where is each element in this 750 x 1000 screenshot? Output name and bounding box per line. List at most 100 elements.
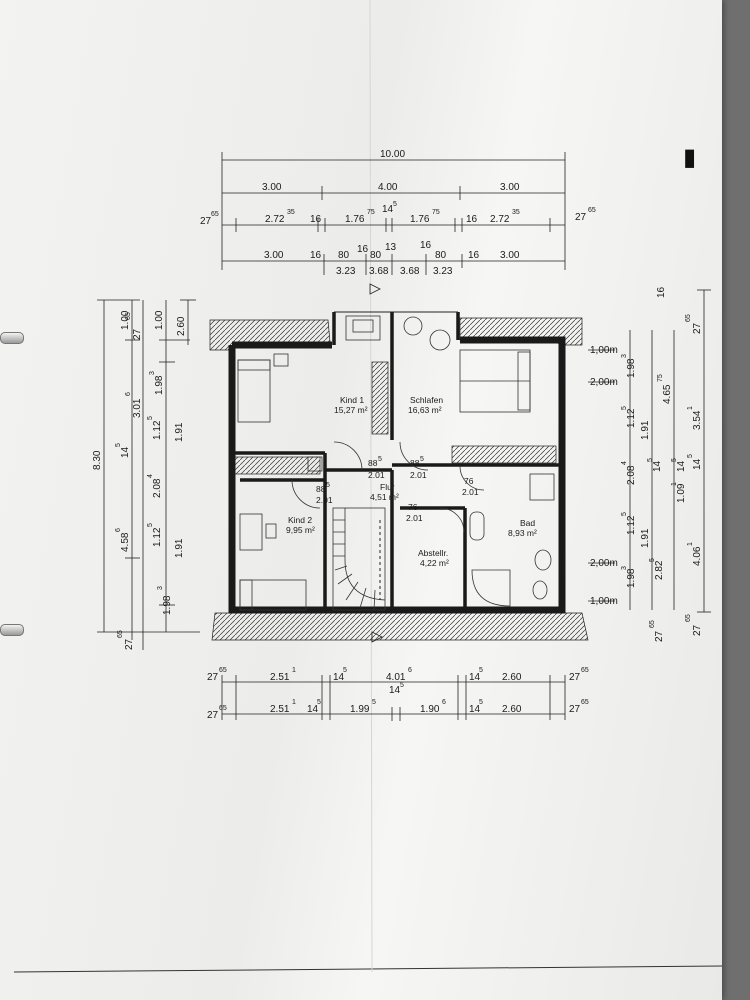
svg-text:80: 80 [370,250,382,261]
svg-text:1.91: 1.91 [174,422,185,442]
room-area-flur: 4,51 m² [370,492,399,502]
room-name-kind1: Kind 1 [340,395,364,405]
svg-text:5: 5 [147,416,154,420]
svg-text:2.01: 2.01 [316,495,333,505]
svg-text:2.01: 2.01 [406,513,423,523]
svg-text:65: 65 [685,614,692,622]
svg-text:16: 16 [466,214,478,225]
page-mark-glyph: ▮ [683,144,696,171]
dim-total-height: 8.30 [92,450,103,470]
svg-text:6: 6 [115,528,122,532]
svg-text:75: 75 [367,209,375,216]
svg-text:2.08: 2.08 [626,465,637,485]
bed-kind2 [239,579,307,611]
svg-text:3.00: 3.00 [500,250,520,261]
svg-text:14: 14 [676,460,687,472]
dim-top-r1-a: 3.00 [262,182,282,193]
washbasin [469,511,485,541]
room-area-kind2: 9,95 m² [286,525,315,535]
svg-text:16: 16 [468,250,480,261]
svg-text:2.01: 2.01 [410,470,427,480]
svg-text:5: 5 [671,458,678,462]
wardrobe-schlafen [451,445,557,464]
svg-text:14: 14 [469,704,481,715]
svg-text:80: 80 [435,250,447,261]
svg-text:4.06: 4.06 [692,546,703,566]
svg-text:4.01: 4.01 [386,672,406,683]
svg-text:5: 5 [326,482,330,489]
svg-text:5: 5 [687,454,694,458]
svg-text:14: 14 [382,204,394,215]
svg-text:2.51: 2.51 [270,704,290,715]
paper-sheet: ▮ 10.00 3.00 4.00 3.00 27 65 2.72 35 16 … [0,0,722,1000]
svg-text:65: 65 [125,312,132,320]
svg-text:2.82: 2.82 [654,560,665,580]
building-plan: Kind 1 15,27 m² Schlafen 16,63 m² Flur 4… [209,311,589,643]
door-label: 76 2.01 [406,502,423,523]
svg-text:27: 27 [569,672,581,683]
svg-text:27: 27 [692,322,703,334]
wardrobe-kind2 [233,456,321,475]
svg-text:27: 27 [692,624,703,636]
svg-text:5: 5 [479,667,483,674]
armchair [429,329,451,351]
svg-text:5: 5 [420,456,424,463]
svg-text:1.91: 1.91 [640,528,651,548]
svg-text:2.60: 2.60 [502,704,522,715]
svg-text:3.01: 3.01 [132,398,143,418]
svg-text:3.68: 3.68 [369,266,389,277]
svg-text:16: 16 [420,240,432,251]
svg-text:6: 6 [125,392,132,396]
svg-text:27: 27 [132,328,143,340]
svg-text:1.91: 1.91 [174,538,185,558]
svg-text:1.91: 1.91 [640,420,651,440]
svg-text:1.09: 1.09 [676,483,687,503]
svg-text:14: 14 [692,458,703,470]
fold-line [369,0,373,973]
wardrobe-kind1 [371,361,389,435]
svg-text:1: 1 [687,406,694,410]
svg-text:5: 5 [393,201,397,208]
svg-text:1.76: 1.76 [410,214,430,225]
door-swing [439,507,465,533]
svg-text:65: 65 [117,630,124,638]
door-swing [291,479,321,509]
svg-text:27: 27 [207,672,219,683]
svg-text:3.23: 3.23 [336,266,356,277]
binder-ring [0,332,24,344]
right-dimensions: 1,00m 2,00m 2,00m 1,00m 1.98 3 1.12 5 2.… [588,286,711,642]
svg-text:6: 6 [442,699,446,706]
bed-kind1 [237,359,271,423]
svg-text:4.65: 4.65 [662,384,673,404]
svg-text:3.54: 3.54 [692,410,703,430]
door-label: 76 2.01 [462,476,479,497]
svg-text:1.12: 1.12 [152,420,163,440]
page-frame-line [13,965,722,973]
svg-text:2.08: 2.08 [152,478,163,498]
svg-text:76: 76 [408,502,418,512]
svg-text:3.00: 3.00 [264,250,284,261]
top-dimensions: 10.00 3.00 4.00 3.00 27 65 2.72 35 16 1.… [200,149,596,295]
room-name-flur: Flur [380,482,395,492]
svg-text:65: 65 [581,667,589,674]
svg-text:3: 3 [621,566,628,570]
svg-text:27: 27 [124,638,135,650]
svg-text:1: 1 [687,542,694,546]
svg-text:1: 1 [671,482,678,486]
svg-text:1.99: 1.99 [350,704,370,715]
desk-kind2 [239,513,263,551]
svg-text:4.58: 4.58 [120,532,131,552]
svg-text:35: 35 [287,209,295,216]
svg-text:2.72: 2.72 [265,214,285,225]
svg-text:1.12: 1.12 [626,408,637,428]
svg-text:5: 5 [649,558,656,562]
svg-text:14: 14 [120,446,131,458]
section-arrow-top [369,283,381,295]
desk-kind1 [345,315,381,341]
svg-text:1.00: 1.00 [120,310,131,330]
dim-top-r2-edge-left: 27 [200,216,212,227]
room-name-bad: Bad [520,518,535,528]
svg-text:65: 65 [219,667,227,674]
